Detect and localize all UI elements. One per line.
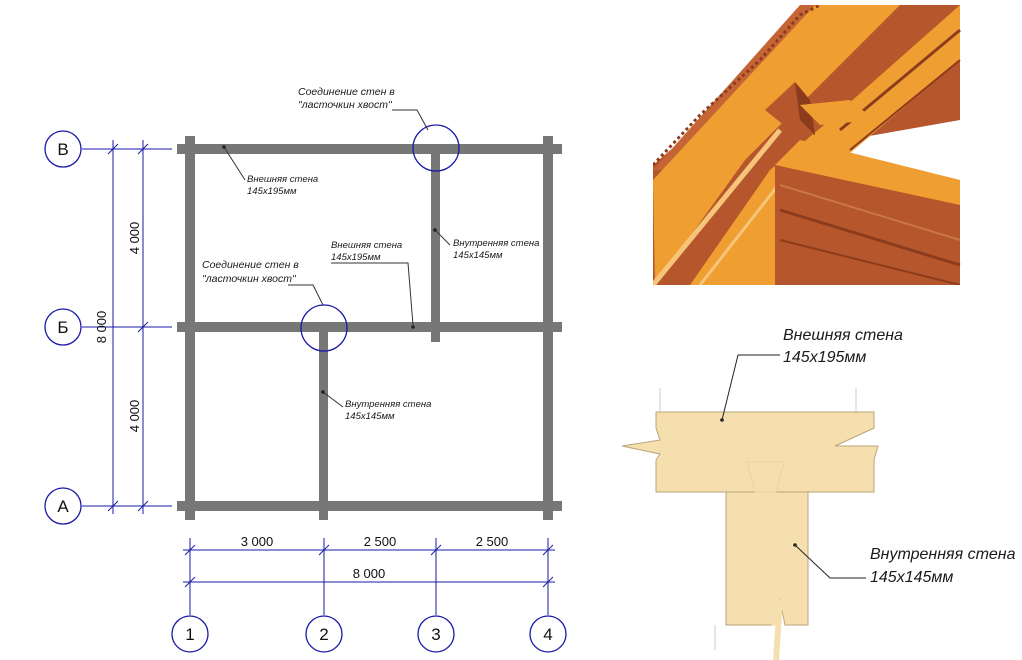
- dim-horizontal-total: 8 000: [353, 566, 386, 581]
- joint-circle-middle: [300, 304, 348, 352]
- column-axis-4: 4: [543, 625, 552, 644]
- row-axis-v: В: [57, 140, 68, 159]
- outer-wall-top-label: Внешняя стена 145x195мм: [247, 174, 321, 197]
- column-axis-3: 3: [431, 625, 440, 644]
- joint-top-label: Соединение стен в "ласточкин хвост": [298, 86, 398, 111]
- dovetail-2d-detail: Внешняя стена 145x195мм Внутренняя стена…: [621, 327, 1020, 660]
- row-axis-a: А: [57, 497, 69, 516]
- dim-horizontal-3: 2 500: [476, 534, 509, 549]
- inner-wall-plank: [725, 491, 809, 626]
- outer-wall-middle-label: Внешняя стена 145x195мм: [331, 240, 405, 263]
- wall-axis-a: [177, 501, 562, 511]
- wall-axis-1: [185, 136, 195, 520]
- dim-vertical-total: 8 000: [94, 311, 109, 344]
- row-axis-b: Б: [57, 318, 68, 337]
- vertical-dimensions: [82, 140, 172, 514]
- dovetail-3d-illustration: [653, 5, 961, 285]
- wall-axis-4: [543, 136, 553, 520]
- floor-plan: Соединение стен в "ласточкин хвост" Соед…: [177, 86, 562, 520]
- outer-wall-plank: [621, 411, 879, 493]
- dim-horizontal-1: 3 000: [241, 534, 274, 549]
- dim-vertical-upper: 4 000: [127, 222, 142, 255]
- inner-wall-axis-2: [319, 324, 328, 520]
- column-axis-markers: 1 2 3 4: [171, 615, 567, 653]
- joint-circle-top: [412, 124, 460, 172]
- horizontal-dimensions: [183, 538, 555, 615]
- dim-vertical-lower: 4 000: [127, 400, 142, 433]
- wall-axis-v: [177, 144, 562, 154]
- row-axis-markers: В Б А: [44, 130, 82, 525]
- inner-wall-lower-label: Внутренняя стена 145x145мм: [345, 399, 434, 422]
- column-axis-2: 2: [319, 625, 328, 644]
- detail-inner-wall-label: Внутренняя стена 145x145мм: [870, 546, 1020, 586]
- joint-middle-label: Соединение стен в "ласточкин хвост": [202, 259, 302, 285]
- column-axis-1: 1: [185, 625, 194, 644]
- dim-horizontal-2: 2 500: [364, 534, 397, 549]
- wall-axis-b: [177, 322, 562, 332]
- detail-outer-wall-label: Внешняя стена 145x195мм: [783, 327, 907, 366]
- plan-leaders: [223, 109, 451, 408]
- inner-wall-right-label: Внутренняя стена 145x145мм: [453, 238, 542, 261]
- inner-wall-axis-3: [431, 146, 440, 342]
- dovetail-tenon: [746, 461, 785, 493]
